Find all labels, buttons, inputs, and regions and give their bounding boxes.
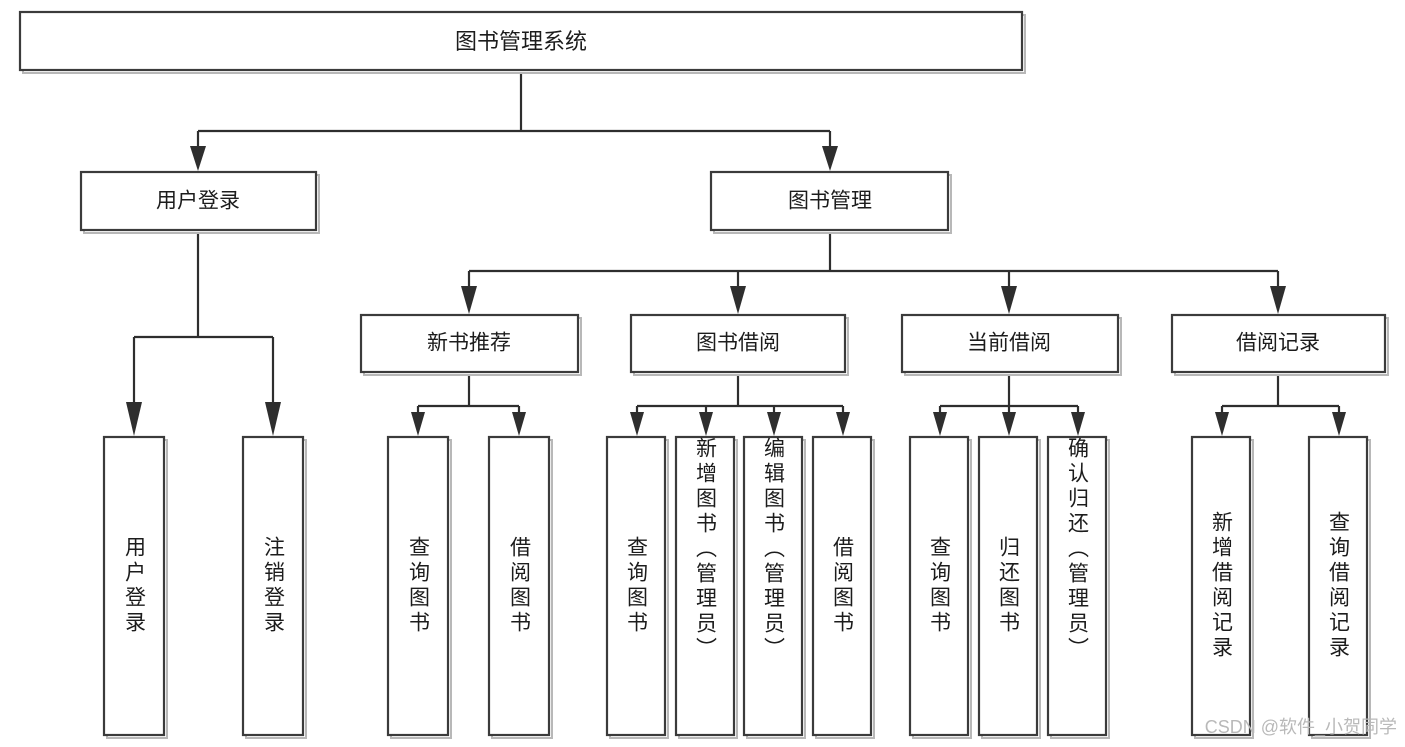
node-user-login-label: 用户登录 xyxy=(156,190,240,213)
leaf-user-login-rect[interactable] xyxy=(102,435,166,737)
arrowhead-borrowrecord-leaf-1 xyxy=(1215,412,1229,436)
node-book-borrow[interactable]: 图书借阅 xyxy=(629,313,849,376)
node-book-management-rect[interactable] xyxy=(709,170,950,232)
node-current-borrow-label: 当前借阅 xyxy=(967,332,1051,355)
arrowhead-currentborrow-leaf-2 xyxy=(1002,412,1016,436)
leaf-br-add-rect[interactable] xyxy=(1190,435,1252,737)
arrowhead-new-book xyxy=(461,286,477,314)
arrowhead-bookborrow-leaf-4 xyxy=(836,412,850,436)
node-borrow-record[interactable]: 借阅记录 xyxy=(1170,313,1389,376)
node-new-book-recommend[interactable]: 新书推荐 xyxy=(359,313,582,376)
node-current-borrow[interactable]: 当前借阅 xyxy=(900,313,1122,376)
node-book-management[interactable]: 图书管理 xyxy=(709,170,952,234)
node-root[interactable]: 图书管理系统 xyxy=(18,10,1026,74)
node-root-label: 图书管理系统 xyxy=(455,29,587,54)
leaf-bb-borrow-rect[interactable] xyxy=(811,435,873,737)
node-book-management-label: 图书管理 xyxy=(788,190,872,213)
node-new-book-recommend-rect[interactable] xyxy=(359,313,580,374)
node-book-borrow-label: 图书借阅 xyxy=(696,332,780,355)
arrowhead-book-borrow xyxy=(730,286,746,314)
arrowhead-newbook-leaf-1 xyxy=(411,412,425,436)
node-user-login-rect[interactable] xyxy=(79,170,318,232)
arrowhead-bookborrow-leaf-3 xyxy=(767,412,781,436)
node-user-login[interactable]: 用户登录 xyxy=(79,170,320,234)
arrowhead-current-borrow xyxy=(1001,286,1017,314)
leaf-bb-add-rect[interactable] xyxy=(674,435,736,737)
node-borrow-record-rect[interactable] xyxy=(1170,313,1387,374)
arrowhead-user-login xyxy=(190,146,206,171)
node-book-borrow-rect[interactable] xyxy=(629,313,847,374)
connector-layer xyxy=(126,72,1346,436)
arrowhead-currentborrow-leaf-1 xyxy=(933,412,947,436)
arrowhead-borrow-record xyxy=(1270,286,1286,314)
node-new-book-recommend-label: 新书推荐 xyxy=(427,332,511,355)
leaf-cb-confirm-rect[interactable] xyxy=(1046,435,1108,737)
arrowhead-leaf-logout xyxy=(265,402,281,436)
arrowhead-leaf-user-login xyxy=(126,402,142,436)
node-borrow-record-label: 借阅记录 xyxy=(1236,332,1320,355)
arrowhead-currentborrow-leaf-3 xyxy=(1071,412,1085,436)
leaf-logout-rect[interactable] xyxy=(241,435,305,737)
leaf-bb-query-rect[interactable] xyxy=(605,435,667,737)
arrowhead-book-mgmt xyxy=(822,146,838,171)
arrowhead-borrowrecord-leaf-2 xyxy=(1332,412,1346,436)
leaf-bb-edit-rect[interactable] xyxy=(742,435,804,737)
leaf-cb-return-rect[interactable] xyxy=(977,435,1039,737)
node-current-borrow-rect[interactable] xyxy=(900,313,1120,374)
leaf-cb-query-rect[interactable] xyxy=(908,435,970,737)
arrowhead-bookborrow-leaf-1 xyxy=(630,412,644,436)
leaf-newbook-query-rect[interactable] xyxy=(386,435,450,737)
arrowhead-bookborrow-leaf-2 xyxy=(699,412,713,436)
leaf-boxes-layer xyxy=(102,435,1371,739)
node-root-rect[interactable] xyxy=(18,10,1024,72)
leaf-br-query-rect[interactable] xyxy=(1307,435,1369,737)
arrowhead-newbook-leaf-2 xyxy=(512,412,526,436)
leaf-newbook-borrow-rect[interactable] xyxy=(487,435,551,737)
